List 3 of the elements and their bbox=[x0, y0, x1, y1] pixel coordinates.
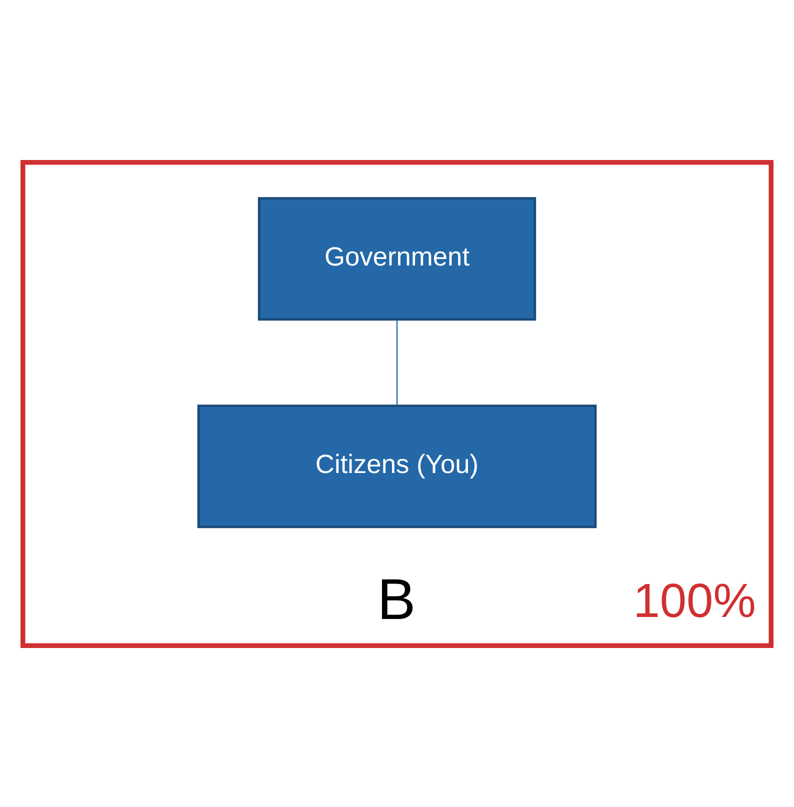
connector bbox=[396, 319, 398, 406]
node-box: Government bbox=[258, 196, 536, 320]
node-box: Citizens (You) bbox=[197, 404, 597, 528]
